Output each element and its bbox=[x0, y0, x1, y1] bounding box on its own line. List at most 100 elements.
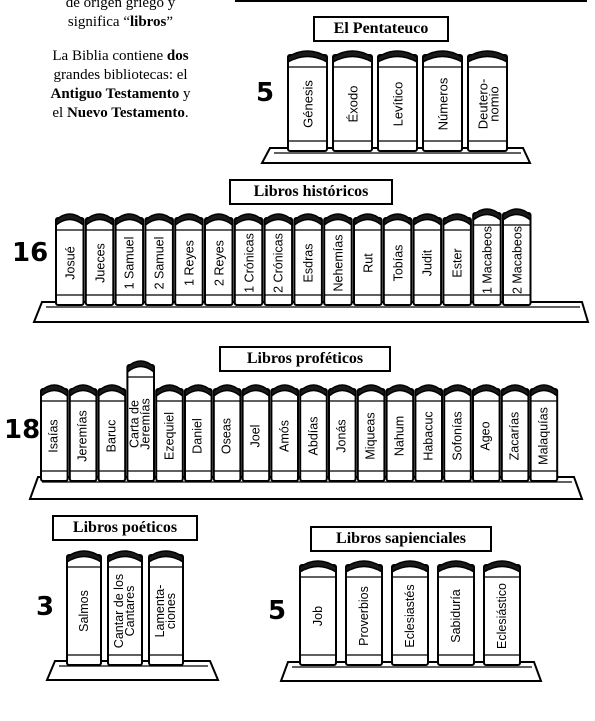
book-historicos-5 bbox=[174, 213, 204, 306]
book-top-pages bbox=[107, 550, 143, 564]
book-sapienciales-4 bbox=[437, 560, 475, 666]
book-title-profeticos-13: Nahum bbox=[392, 415, 407, 457]
section-title-poeticos: Libros poéticos bbox=[52, 515, 198, 541]
book-historicos-12 bbox=[382, 213, 413, 306]
book-title-profeticos-14: Habacuc bbox=[421, 411, 436, 461]
intro-p2-line-2: grandes bibliotecas: el bbox=[8, 66, 233, 85]
book-poeticos-2 bbox=[107, 550, 143, 666]
book-top-pages bbox=[391, 560, 429, 574]
book-top-pages bbox=[144, 213, 174, 227]
book-title-profeticos-5: Ezequiel bbox=[162, 412, 177, 460]
book-title-historicos-5: 1 Reyes bbox=[181, 239, 196, 286]
book-title-historicos-16: 2 Macabeos bbox=[509, 225, 524, 295]
book-title-profeticos-1: Isaías bbox=[47, 419, 62, 453]
book-profeticos-7 bbox=[212, 384, 242, 482]
book-title-profeticos-3: Baruc bbox=[104, 419, 119, 453]
book-historicos-2 bbox=[84, 213, 115, 306]
book-pentateuco-2 bbox=[332, 50, 373, 152]
book-profeticos-11 bbox=[328, 384, 357, 482]
book-profeticos-6 bbox=[184, 384, 213, 482]
book-historicos-15 bbox=[472, 208, 502, 306]
book-top-pages bbox=[55, 213, 85, 227]
intro-p2-l2: grandes bibliotecas: el bbox=[53, 67, 188, 83]
book-pentateuco-4 bbox=[422, 50, 463, 152]
book-top-pages bbox=[184, 384, 213, 398]
book-title-profeticos-7: Oseas bbox=[220, 417, 235, 455]
book-profeticos-4 bbox=[126, 360, 156, 482]
intro-p2-line-1: La Biblia contiene dos bbox=[8, 47, 233, 66]
book-title-historicos-4: 2 Samuel bbox=[152, 236, 167, 289]
book-top-pages bbox=[383, 213, 413, 227]
book-profeticos-18 bbox=[529, 384, 559, 482]
book-profeticos-16 bbox=[472, 384, 501, 482]
book-top-pages bbox=[97, 384, 126, 398]
book-top-pages bbox=[263, 213, 293, 227]
book-title-profeticos-9: Amós bbox=[277, 420, 292, 452]
book-top-pages bbox=[234, 213, 264, 227]
book-top-pages bbox=[472, 208, 502, 222]
book-top-pages bbox=[174, 213, 204, 227]
book-top-pages bbox=[213, 384, 242, 398]
book-top-pages bbox=[414, 384, 443, 398]
book-title-sapienciales-2: Proverbios bbox=[357, 586, 371, 646]
book-top-pages bbox=[126, 360, 155, 374]
section-count-poeticos: 3 bbox=[36, 592, 55, 622]
intro-line-2: significa “libros” bbox=[8, 13, 233, 32]
book-top-pages bbox=[502, 208, 532, 222]
book-sapienciales-3 bbox=[391, 560, 429, 666]
book-top-pages bbox=[529, 384, 558, 398]
book-title-pentateuco-1: Génesis bbox=[299, 80, 315, 128]
book-top-pages bbox=[114, 213, 144, 227]
book-title-historicos-1: Josué bbox=[62, 245, 77, 280]
book-top-pages bbox=[85, 213, 115, 227]
section-count-historicos: 16 bbox=[12, 238, 49, 268]
book-top-pages bbox=[412, 213, 442, 227]
book-title-sapienciales-1: Job bbox=[311, 605, 325, 627]
book-title-profeticos-15: Sofonías bbox=[450, 411, 465, 461]
book-top-pages bbox=[501, 384, 530, 398]
book-top-pages bbox=[467, 50, 508, 64]
book-title-historicos-7: 1 Crónicas bbox=[241, 232, 256, 293]
book-top-pages bbox=[443, 384, 472, 398]
book-top-pages bbox=[66, 550, 102, 564]
section-title-pentateuco: El Pentateuco bbox=[313, 16, 449, 42]
intro-p2-l4-bold: Nuevo Testamento bbox=[66, 105, 185, 121]
book-profeticos-3 bbox=[97, 384, 127, 482]
book-title-historicos-13: Judit bbox=[420, 249, 435, 276]
book-title-profeticos-18: Malaquías bbox=[536, 407, 551, 465]
book-profeticos-17 bbox=[500, 384, 530, 482]
section-count-profeticos: 18 bbox=[4, 415, 41, 445]
book-title-profeticos-12: Miqueas bbox=[364, 412, 379, 460]
intro-p2-l1-pre: La Biblia contiene bbox=[52, 48, 167, 64]
book-top-pages bbox=[204, 213, 234, 227]
book-title-sapienciales-5: Eclesiástico bbox=[495, 583, 509, 649]
book-top-pages bbox=[385, 384, 414, 398]
section-title-sapienciales: Libros sapienciales bbox=[310, 526, 492, 552]
book-title-historicos-8: 2 Crónicas bbox=[271, 232, 286, 293]
intro-line-1-text: de origen griego y bbox=[65, 0, 176, 11]
section-count-pentateuco: 5 bbox=[256, 78, 275, 108]
top-divider-line bbox=[235, 0, 587, 2]
book-title-profeticos-6: Daniel bbox=[191, 418, 206, 454]
book-top-pages bbox=[332, 50, 373, 64]
book-title-historicos-9: Esdras bbox=[301, 243, 316, 282]
book-sapienciales-1 bbox=[299, 560, 337, 666]
intro-p2-l1-bold: dos bbox=[166, 48, 189, 64]
book-historicos-14 bbox=[442, 213, 472, 306]
book-top-pages bbox=[287, 50, 328, 64]
book-profeticos-8 bbox=[241, 384, 271, 482]
book-title-pentateuco-5: Deutero-nomio bbox=[474, 78, 501, 130]
book-historicos-7 bbox=[233, 213, 264, 306]
book-title-historicos-10: Nehemías bbox=[330, 234, 345, 291]
book-top-pages bbox=[437, 560, 475, 574]
book-title-historicos-15: 1 Macabeos bbox=[479, 225, 494, 295]
book-pentateuco-5 bbox=[467, 50, 508, 152]
book-historicos-3 bbox=[114, 213, 145, 306]
intro-p2-line-4: el Nuevo Testamento. bbox=[8, 104, 233, 123]
book-title-poeticos-1: Salmos bbox=[77, 590, 91, 632]
book-top-pages bbox=[422, 50, 463, 64]
section-count-sapienciales: 5 bbox=[268, 596, 287, 626]
book-title-sapienciales-3: Eclesiastés bbox=[403, 584, 417, 648]
